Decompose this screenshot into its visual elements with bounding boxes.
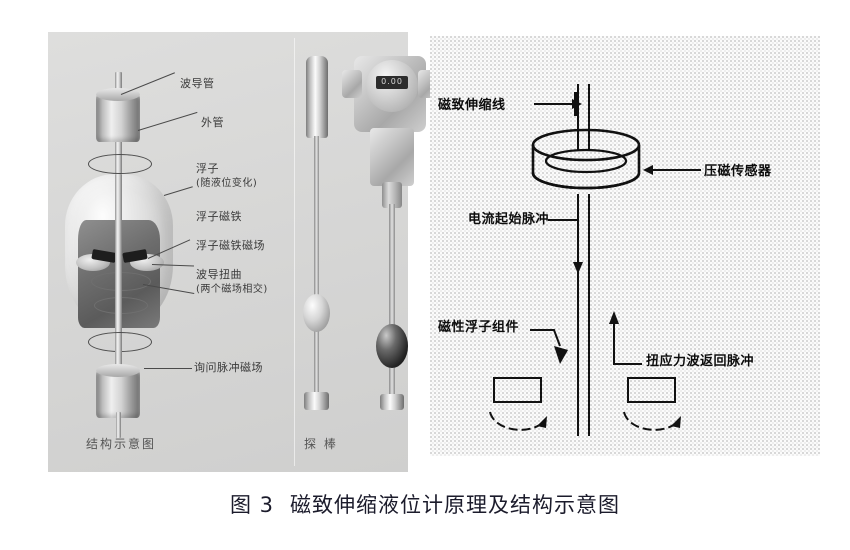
waveguide-rod-through-float — [115, 174, 122, 344]
transmitter-conduit-left — [342, 70, 362, 98]
transmitter-probe-shaft — [389, 204, 395, 400]
float-rect-left — [493, 377, 542, 403]
label-float-magnet-field: 浮子磁铁磁场 — [196, 239, 265, 252]
right-lineart-panel: 磁致伸缩线 压磁传感器 电流起始脉冲 磁性浮子组件 扭应力波返回脉冲 — [430, 36, 820, 456]
label-float: 浮子 — [196, 162, 219, 175]
probe-upper-cap — [306, 56, 328, 138]
leader-interrogation-pulse — [144, 368, 192, 369]
transmitter-float-bead — [376, 324, 408, 368]
figure-caption-number: 图 3 — [229, 493, 275, 517]
label-magnetostrictive-wire: 磁致伸缩线 — [438, 98, 506, 113]
label-current-start-pulse: 电流起始脉冲 — [468, 212, 550, 227]
bottom-end-collar — [96, 370, 140, 418]
transmitter-lcd: 0.00 — [376, 76, 408, 89]
label-float-magnet: 浮子磁铁 — [196, 210, 242, 223]
float-rect-right — [627, 377, 676, 403]
rotation-arc-right — [623, 411, 681, 431]
waveguide-rod-tip — [116, 412, 121, 438]
probe-bottom-stop — [304, 392, 329, 410]
label-waveguide-twist: 波导扭曲 — [196, 268, 242, 281]
rotation-ring-upper — [88, 154, 152, 174]
probe-float-bead — [303, 294, 330, 332]
piezomagnetic-sensor-shape — [531, 128, 641, 190]
outer-tube-collar — [96, 94, 140, 142]
arrow-piezomagnetic-sensor — [643, 165, 701, 175]
arrow-torsional-return-pulse — [609, 311, 642, 365]
caption-probe-rod: 探 棒 — [304, 437, 338, 451]
label-float-sub: (随液位变化) — [196, 178, 258, 189]
caption-structure-schematic: 结构示意图 — [86, 437, 157, 451]
bottom-collar-top-face — [96, 364, 140, 377]
left-photo-panel: 波导管 外管 浮子 (随液位变化) 浮子磁铁 浮子磁铁磁场 波导扭曲 (两个磁场… — [48, 32, 436, 472]
wire-right-line-bottom — [588, 194, 590, 436]
transmitter-bottom-stop — [380, 394, 404, 410]
wire-right-line-top — [588, 84, 590, 150]
label-torsional-wave-return-pulse: 扭应力波返回脉冲 — [646, 354, 755, 369]
label-piezomagnetic-sensor: 压磁传感器 — [704, 164, 772, 179]
arrow-magnetic-float-assembly — [530, 329, 568, 364]
label-outer-tube: 外管 — [201, 116, 224, 129]
leader-outer-tube — [137, 111, 198, 131]
wire-left-line-top — [577, 84, 579, 150]
label-waveguide-twist-sub: (两个磁场相交) — [196, 284, 268, 295]
probe-rod-shaft — [314, 136, 319, 398]
label-magnetic-float-assembly: 磁性浮子组件 — [438, 320, 520, 335]
leader-float — [163, 186, 193, 196]
transmitter-process-neck — [382, 182, 402, 208]
leader-waveguide-tube — [120, 72, 175, 95]
panel-divider — [294, 38, 295, 466]
wire-left-line-bottom — [577, 194, 579, 436]
arrow-current-start-pulse — [548, 219, 583, 274]
transmitter-body — [370, 128, 414, 186]
figure-caption-text: 磁致伸缩液位计原理及结构示意图 — [290, 493, 621, 517]
label-waveguide-tube: 波导管 — [180, 77, 215, 90]
figure-caption: 图 3 磁致伸缩液位计原理及结构示意图 — [0, 489, 850, 519]
label-interrogation-pulse-field: 询问脉冲磁场 — [194, 361, 263, 374]
wire-arrow-stop-tick — [574, 92, 577, 116]
rotation-arc-left — [489, 411, 547, 431]
